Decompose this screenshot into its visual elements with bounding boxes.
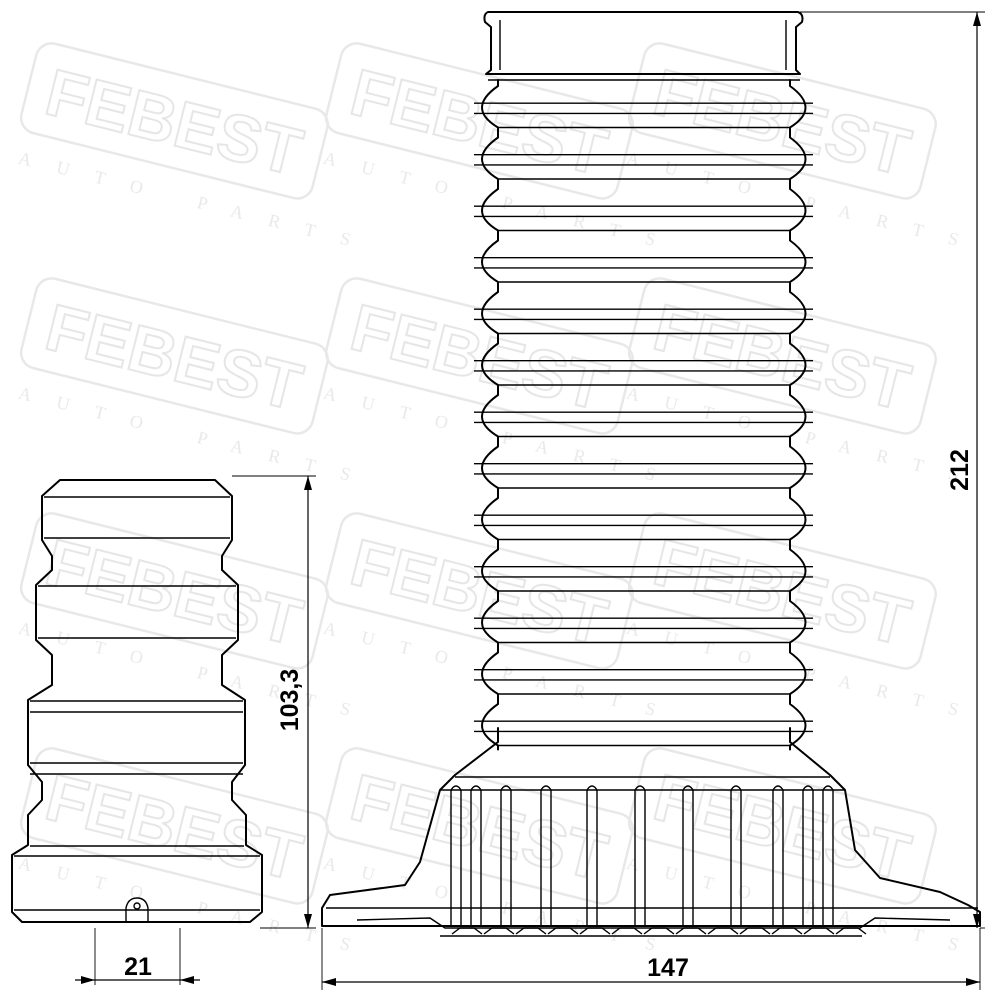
base-tooth — [771, 927, 803, 935]
base-tooth — [579, 927, 611, 935]
base-rib — [540, 785, 552, 926]
base-rib — [682, 785, 694, 926]
bump-stop-drawing — [11, 479, 263, 923]
dust-boot-drawing — [321, 11, 981, 937]
base-tooth — [547, 927, 579, 935]
base-rib — [802, 785, 814, 926]
base-rib — [450, 785, 462, 926]
dim-boot-base-width: 147 — [647, 954, 689, 982]
base-rib — [634, 785, 646, 926]
base-rib — [822, 785, 834, 926]
dim-bump-stop-height: 103,3 — [276, 669, 304, 732]
dim-bump-stop-bore: 21 — [124, 953, 152, 981]
base-tooth — [643, 927, 675, 935]
dimensions: 212 103,3 21 147 — [75, 11, 985, 990]
base-tooth — [739, 927, 771, 935]
base-tooth — [483, 927, 515, 935]
base-rib — [772, 785, 784, 926]
base-tooth — [675, 927, 707, 935]
base-tooth — [835, 927, 867, 935]
base-tooth — [451, 927, 483, 935]
base-rib — [500, 785, 512, 926]
dim-boot-height: 212 — [946, 449, 974, 491]
base-tooth — [611, 927, 643, 935]
base-tooth — [803, 927, 835, 935]
base-rib — [730, 785, 742, 926]
base-rib — [470, 785, 482, 926]
base-tooth — [707, 927, 739, 935]
base-rib — [586, 785, 598, 926]
base-tooth — [515, 927, 547, 935]
